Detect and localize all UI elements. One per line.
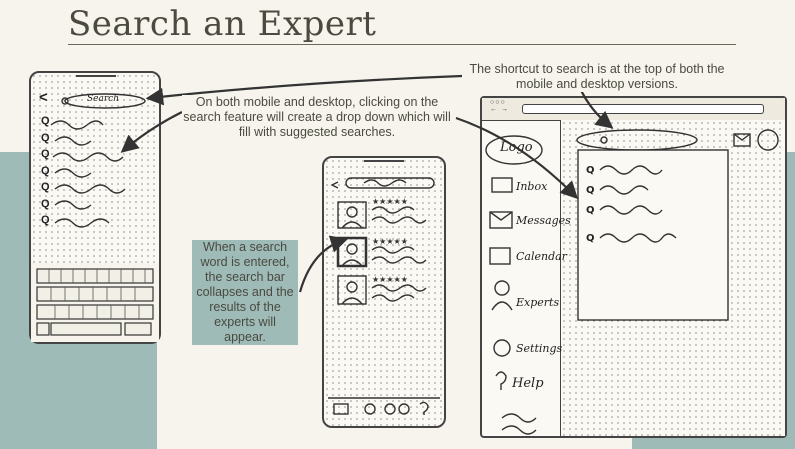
- svg-text:★★★★★: ★★★★★: [372, 197, 408, 206]
- svg-text:★★★★★: ★★★★★: [372, 275, 408, 284]
- sidebar-item-inbox[interactable]: Inbox: [516, 180, 548, 193]
- sidebar-item-help[interactable]: Help: [512, 376, 544, 391]
- mobile-dropdown-sketch: [31, 75, 159, 342]
- mobile-back-arrow[interactable]: <: [39, 89, 48, 106]
- note-results: When a search word is entered, the searc…: [192, 240, 298, 345]
- desktop-wireframe: ○○○← → Q: [480, 96, 787, 438]
- svg-text:Q: Q: [586, 165, 595, 176]
- note-shortcut: The shortcut to search is at the top of …: [462, 62, 732, 92]
- arrow-to-mobile-search: [145, 74, 463, 106]
- mobile-results-sketch: ★★★★★ ★★★★★ ★★★★★: [328, 160, 440, 415]
- sidebar-item-settings[interactable]: Settings: [516, 342, 563, 355]
- arrow-to-mobile-dropdown: [120, 111, 183, 153]
- svg-text:Q: Q: [586, 185, 595, 196]
- browser-window-controls-icon[interactable]: ○○○← →: [490, 99, 509, 113]
- arrow-to-desktop-search: [578, 87, 614, 129]
- sidebar-item-messages[interactable]: Messages: [516, 214, 571, 227]
- desktop-sketch: Q Q Q Q: [485, 129, 779, 435]
- svg-text:Q: Q: [586, 205, 595, 216]
- arrow-to-results: [298, 235, 349, 293]
- note-dropdown: On both mobile and desktop, clicking on …: [182, 95, 452, 140]
- svg-text:Q: Q: [586, 233, 595, 244]
- sidebar-item-calendar[interactable]: Calendar: [516, 250, 567, 263]
- svg-text:★★★★★: ★★★★★: [372, 237, 408, 246]
- browser-address-bar[interactable]: [522, 104, 764, 114]
- sidebar-item-experts[interactable]: Experts: [516, 296, 560, 309]
- page-title: Search an Expert: [68, 4, 377, 44]
- mobile-results-wireframe: ★★★★★ ★★★★★ ★★★★★: [322, 156, 446, 428]
- mobile-search-bar-text[interactable]: Search: [87, 94, 119, 104]
- arrow-to-desktop-dropdown: [455, 116, 579, 200]
- title-rule: [68, 44, 736, 45]
